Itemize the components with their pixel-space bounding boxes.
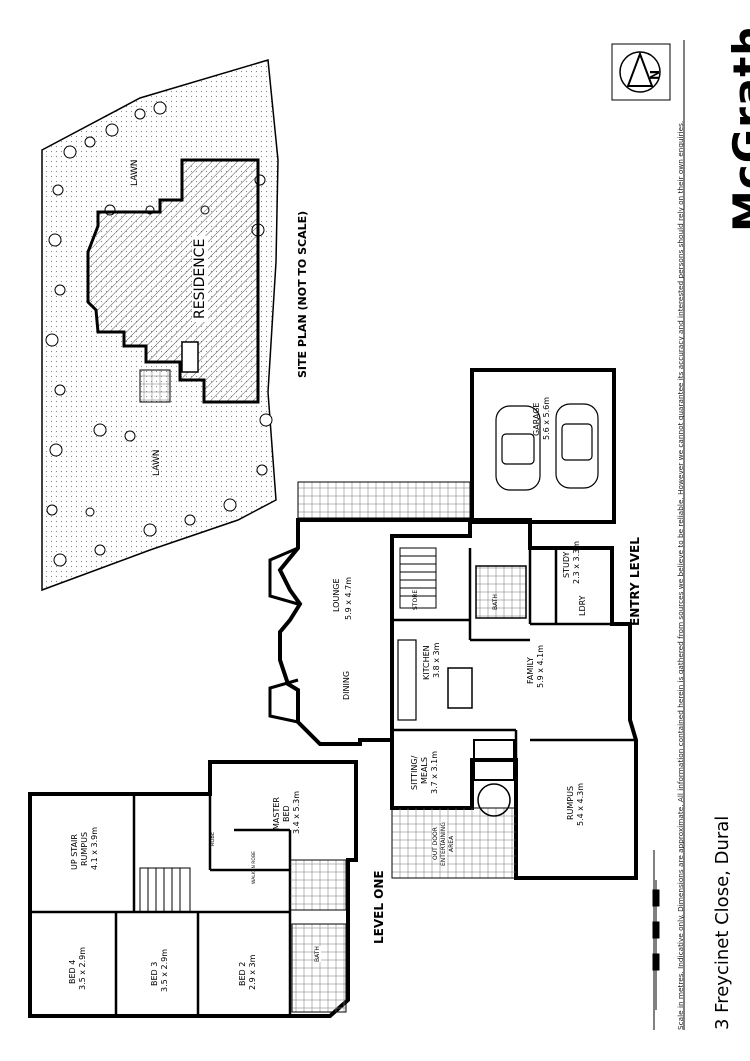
dining-label: DINING: [342, 670, 351, 700]
level-one-outline: [28, 760, 358, 1018]
garage-name: GARAGE: [532, 402, 541, 437]
family-size: 5.9 x 4.1m: [536, 644, 545, 688]
upstair-rumpus-size: 4.1 x 3.9m: [90, 826, 99, 870]
bed3-size: 3.5 x 2.9m: [160, 948, 169, 992]
store-label: STORE: [412, 589, 419, 610]
level-one-plan: [28, 760, 358, 1018]
outdoor-label-2: ENTERTAINING: [440, 822, 447, 866]
kitchen-bench: [397, 639, 417, 721]
level-one-stairs: [139, 867, 191, 913]
bed4-name: BED 4: [68, 959, 77, 984]
rumpus-name: RUMPUS: [566, 785, 575, 820]
entry-bath-tiles: [475, 565, 527, 619]
upstair-rumpus-name-2: RUMPUS: [80, 831, 89, 866]
master-bed-name-2: BED: [282, 805, 291, 822]
site-lawn-bottom-label: LAWN: [152, 449, 162, 476]
robe-label: ROBE: [210, 832, 216, 846]
sitting-name-2: MEALS: [420, 757, 429, 784]
outdoor-label-3: AREA: [448, 835, 455, 852]
property-address: 3 Freycinet Close, Dural: [712, 815, 733, 1030]
main-bath-tiles: [291, 923, 347, 1013]
site-plan: [41, 10, 279, 592]
kitchen-name: KITCHEN: [422, 645, 431, 680]
compass: [611, 43, 671, 101]
rumpus-table: [477, 783, 511, 817]
driveway: [266, 10, 274, 18]
site-lawn-top-label: LAWN: [130, 159, 140, 186]
upstair-rumpus-name: UP STAIR: [70, 834, 79, 870]
scale-bar: [652, 880, 660, 1010]
kitchen-size: 3.8 x 3m: [432, 642, 441, 678]
bed4-size: 3.5 x 2.9m: [78, 946, 87, 990]
front-deck: [297, 481, 471, 519]
bed3-name: BED 3: [150, 961, 159, 986]
lounge-size: 5.9 x 4.7m: [344, 576, 353, 620]
laundry-label: LDRY: [578, 595, 587, 616]
residence-footprint: [86, 158, 260, 404]
sitting-size: 3.7 x 3.1m: [430, 750, 439, 794]
entry-stairs: [399, 547, 437, 609]
compass-north-label: N: [648, 69, 662, 80]
master-bed-size: 3.4 x 5.3m: [292, 790, 301, 834]
car-icon: [495, 403, 599, 491]
residence-courtyard: [181, 341, 199, 373]
rumpus-feature: [473, 739, 515, 781]
walk-in-robe-label: WALK IN ROBE: [252, 851, 257, 884]
sitting-name: SITTING/: [410, 755, 419, 790]
kitchen-island: [447, 667, 473, 709]
site-plan-title: SITE PLAN (NOT TO SCALE): [296, 210, 309, 378]
bay-window: [268, 546, 299, 606]
bed2-size: 2.9 x 3m: [248, 954, 257, 990]
brand-logo: McGrath: [724, 24, 750, 232]
bay-window-2: [268, 678, 299, 724]
entry-level-plan: [268, 368, 638, 880]
level-one-title: LEVEL ONE: [372, 870, 386, 944]
level-one-bath-label: BATH: [314, 946, 321, 962]
ensuite-tiles: [289, 859, 347, 911]
garden-shrubs: [45, 101, 273, 567]
residence-patio: [139, 369, 171, 403]
study-name: STUDY: [562, 551, 571, 578]
residence-label: RESIDENCE: [192, 235, 208, 322]
rumpus-size: 5.4 x 4.3m: [576, 782, 585, 826]
entry-level-title: ENTRY LEVEL: [628, 537, 642, 626]
garage-size: 5.6 x 5.6m: [542, 396, 551, 440]
lounge-dining-outline: [277, 518, 472, 746]
study-size: 2.3 x 3.3m: [572, 540, 581, 584]
entry-bath-label: BATH: [492, 594, 499, 610]
bed2-name: BED 2: [238, 961, 247, 986]
lounge-name: LOUNGE: [332, 578, 341, 612]
family-name: FAMILY: [526, 657, 535, 684]
outdoor-label-1: OUT DOOR: [432, 827, 439, 860]
master-bed-name: MASTER: [272, 797, 281, 830]
garage-outline: [470, 368, 616, 524]
disclaimer-text: Scale in metres. Indicative only. Dimens…: [676, 120, 685, 1030]
